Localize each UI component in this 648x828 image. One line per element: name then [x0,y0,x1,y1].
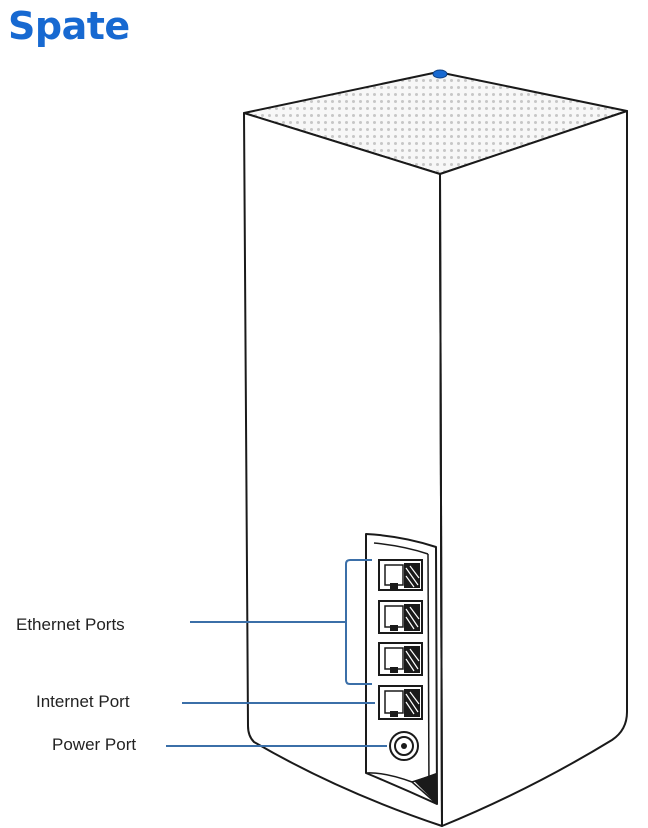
router-right-face [439,110,628,827]
internet-port-label: Internet Port [36,692,130,711]
power-port-icon [389,731,419,761]
status-led-icon [432,69,448,79]
ethernet-port-icon [378,642,423,676]
ethernet-ports-label: Ethernet Ports [16,615,125,634]
ethernet-port-icon [378,600,423,634]
ethernet-port-icon [378,559,423,591]
internet-port-icon [378,685,423,720]
power-port-label: Power Port [52,735,137,754]
page-title: Spate [8,4,130,48]
